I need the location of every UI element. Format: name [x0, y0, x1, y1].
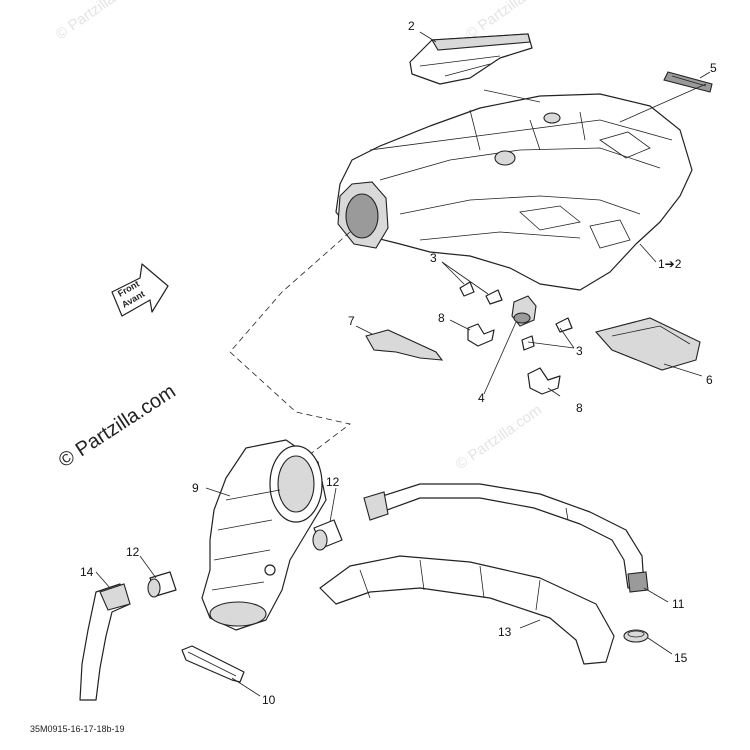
- part-11-hose: [363, 483, 649, 593]
- callout-15-clamp: 15: [674, 651, 688, 665]
- part-8-bracket-upper: [467, 323, 495, 347]
- part-14-hose: [79, 583, 131, 701]
- callout-3-upper: 3: [430, 251, 437, 265]
- part-12-connector-right: [312, 519, 343, 551]
- part-12-connector-left: [147, 571, 177, 598]
- callout-1-air-box: 1➔2: [658, 257, 682, 271]
- part-10-strap: [181, 645, 245, 683]
- callout-12-left: 12: [126, 545, 140, 559]
- callout-7-foam: 7: [348, 314, 355, 328]
- part-9-adapter: [201, 439, 327, 631]
- leader-lines: [95, 31, 711, 697]
- callout-8-upper: 8: [438, 311, 445, 325]
- part-4-grommet: [511, 295, 537, 327]
- callout-9-adapter: 9: [192, 481, 199, 495]
- part-6-plate: [594, 317, 701, 371]
- part-7-foam: [365, 329, 444, 361]
- callout-3-lower: 3: [576, 344, 583, 358]
- watermark-top-left: © Partzilla: [53, 0, 119, 43]
- callout-10-strap: 10: [262, 693, 276, 707]
- callout-6-plate: 6: [706, 373, 713, 387]
- brand-text: © Partzilla.com: [55, 380, 180, 472]
- callout-12-right: 12: [326, 475, 340, 489]
- diagram-code: 35M0915-16-17-18b-19: [30, 724, 125, 734]
- callout-5-label: 5: [710, 61, 717, 75]
- part-3-clip-c: [555, 317, 573, 333]
- part-2-cover: [409, 33, 533, 85]
- front-direction-arrow: Front Avant: [111, 263, 169, 317]
- part-8-bracket-lower: [527, 367, 561, 395]
- callout-8-lower: 8: [576, 401, 583, 415]
- part-3-clip-d: [521, 335, 535, 351]
- watermark-mid-right: © Partzilla.com: [453, 401, 546, 473]
- callout-11-hose: 11: [672, 597, 685, 611]
- callout-14-hose: 14: [80, 565, 94, 579]
- part-15-clamp: [623, 629, 649, 643]
- callout-4-grommet: 4: [478, 391, 485, 405]
- part-1-air-box: [335, 93, 693, 291]
- callout-2-cover: 2: [408, 19, 415, 33]
- part-3-clip-b: [485, 289, 503, 305]
- part-13-hose: [319, 555, 615, 665]
- callout-13-hose: 13: [498, 625, 512, 639]
- assembly-line: [229, 231, 351, 463]
- part-3-clip-a: [459, 281, 475, 297]
